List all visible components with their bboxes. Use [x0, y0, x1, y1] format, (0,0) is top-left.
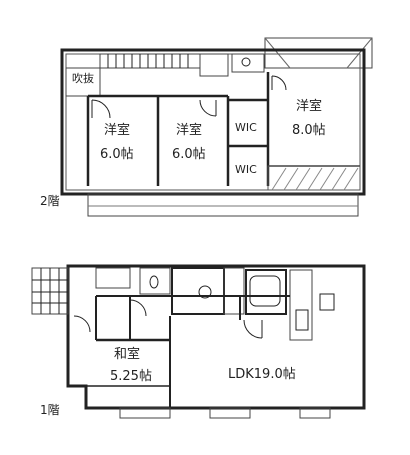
- western-right-name: 洋室: [296, 98, 322, 114]
- lower-floor-label: 1階: [40, 402, 60, 417]
- stair-upper: [99, 53, 201, 69]
- upper-veranda: [87, 193, 359, 217]
- wic-top-label: WIC: [235, 121, 257, 134]
- upper-balcony-hatch: [267, 165, 361, 191]
- second-floor-plan: [60, 37, 373, 217]
- western-left-size: 6.0帖: [100, 147, 134, 162]
- western-mid-size: 6.0帖: [172, 147, 206, 162]
- western-mid-name: 洋室: [176, 122, 202, 138]
- fukinuke-area: [65, 67, 101, 97]
- lower-outer-wall: [66, 264, 366, 410]
- balcony-roof: [264, 37, 373, 69]
- lower-labels: 和室 5.25帖 LDK19.0帖 1階: [40, 346, 296, 417]
- japanese-room-size: 5.25帖: [110, 369, 152, 384]
- western-left-name: 洋室: [104, 122, 130, 138]
- upper-labels: 吹抜 洋室 6.0帖 洋室 6.0帖 WIC WIC 洋室 8.0帖 2階: [40, 71, 326, 208]
- fukinuke-label: 吹抜: [72, 71, 94, 85]
- western-right-size: 8.0帖: [292, 123, 326, 138]
- upper-floor-label: 2階: [40, 193, 60, 208]
- entrance-porch: [31, 267, 69, 315]
- ldk-label: LDK19.0帖: [228, 367, 296, 382]
- japanese-room-name: 和室: [114, 346, 140, 362]
- stair-lower: [95, 267, 131, 289]
- wic-bottom-label: WIC: [235, 163, 257, 176]
- first-floor-plan: [31, 264, 366, 419]
